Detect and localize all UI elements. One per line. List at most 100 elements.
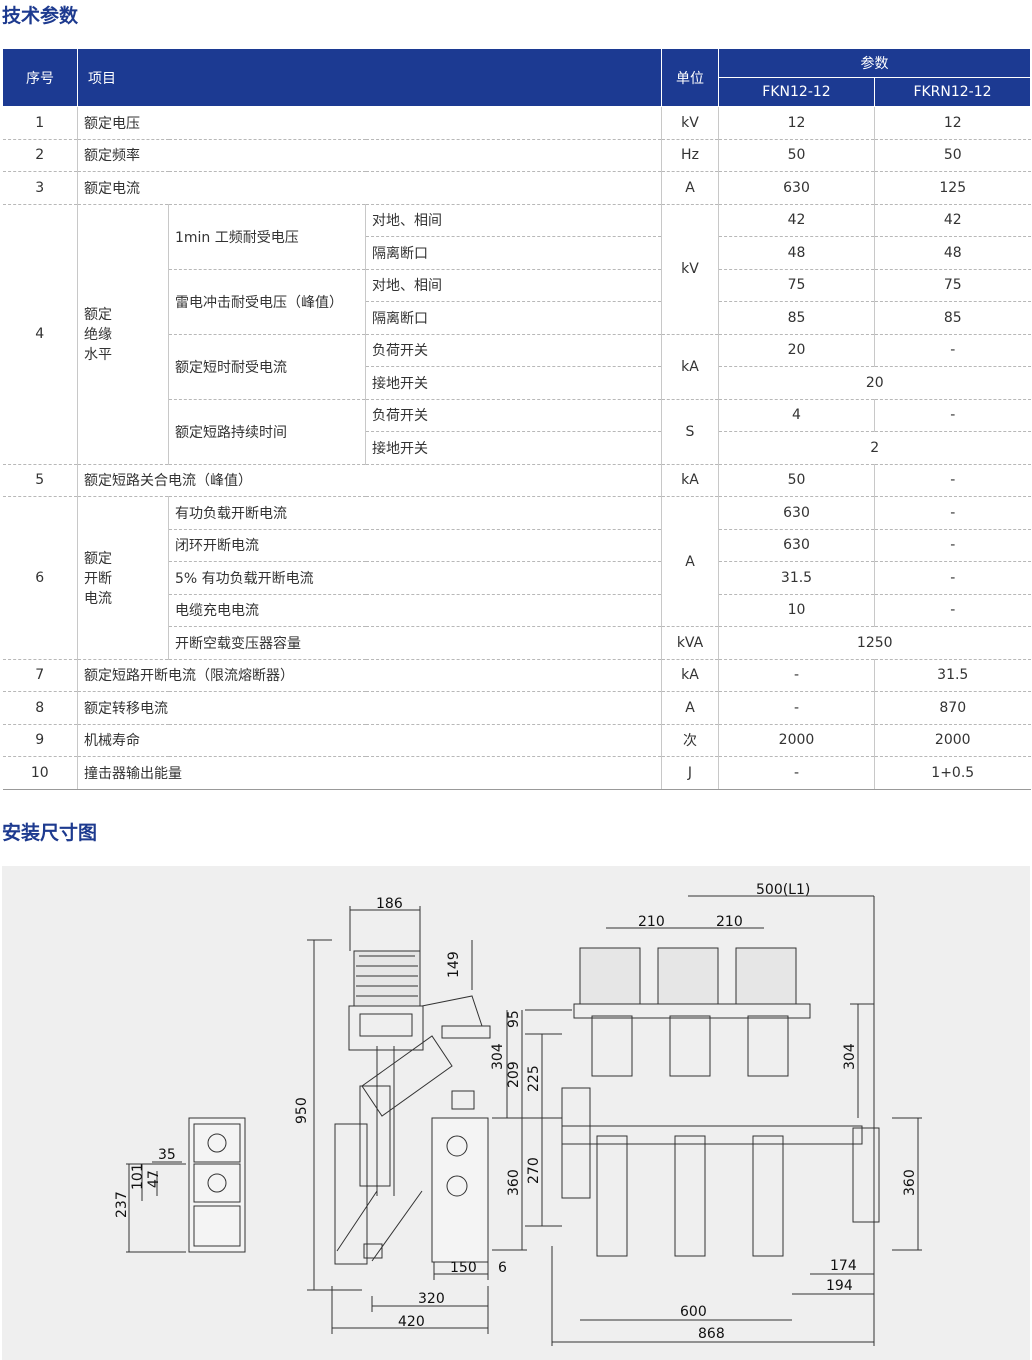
installation-drawing: 186 149 950 304 209 360 150 6 320 420 35… <box>2 866 1030 1360</box>
row-item: 额定频率 <box>77 139 662 172</box>
row-subsubitem: 隔离断口 <box>365 236 662 270</box>
dim-174: 174 <box>830 1258 857 1274</box>
dim-35: 35 <box>158 1147 176 1163</box>
row-value-fkrn: 85 <box>874 301 1031 335</box>
front-view-switch <box>525 895 922 1346</box>
row-subsubitem: 负荷开关 <box>365 334 662 367</box>
row-value-fkn: 630 <box>718 496 875 530</box>
header-model-fkn: FKN12-12 <box>718 77 875 107</box>
row-value-fkn: 20 <box>718 334 875 367</box>
dim-150: 150 <box>450 1260 477 1276</box>
row-unit: A <box>661 496 719 627</box>
dim-237: 237 <box>114 1191 130 1218</box>
row-value-fkrn: 42 <box>874 204 1031 237</box>
row-value-fkn: 4 <box>718 399 875 432</box>
table-row: 接地开关 20 <box>3 366 1031 400</box>
row-value-fkn: - <box>718 756 875 790</box>
row-subitem: 1min 工频耐受电压 <box>168 204 366 270</box>
table-row: 3 额定电流 A 630 125 <box>2 171 1031 205</box>
table-row: 8 额定转移电流 A - 870 <box>2 691 1031 725</box>
row-value-fkrn: 1+0.5 <box>874 756 1031 790</box>
row-no: 6 <box>2 496 78 660</box>
row-item: 额定短路开断电流（限流熔断器） <box>77 659 662 692</box>
row-value-fkn: 48 <box>718 236 875 270</box>
dimension-drawing-svg: 186 149 950 304 209 360 150 6 320 420 35… <box>114 882 922 1346</box>
dim-270: 270 <box>526 1157 542 1184</box>
dim-95: 95 <box>506 1010 522 1028</box>
row-value-fkrn: - <box>874 334 1031 367</box>
side-view-switch <box>307 906 527 1334</box>
row-value-fkn: 85 <box>718 301 875 335</box>
row-value-fkrn: - <box>874 561 1031 595</box>
row-value-fkrn: 50 <box>874 139 1031 172</box>
row-subitem: 雷电冲击耐受电压（峰值） <box>168 269 366 335</box>
dim-149: 149 <box>446 951 462 978</box>
row-value-fkrn: 31.5 <box>874 659 1031 692</box>
dim-360-right: 360 <box>902 1169 918 1196</box>
row-unit: kA <box>661 659 719 692</box>
row-value-fkrn: - <box>874 399 1031 432</box>
row-unit: S <box>661 399 719 465</box>
table-row: 隔离断口 48 48 <box>3 236 1031 270</box>
section-title-tech-params: 技术参数 <box>2 5 79 27</box>
table-row: 10 撞击器输出能量 J - 1+0.5 <box>2 756 1031 790</box>
dim-600: 600 <box>680 1304 707 1320</box>
row-no: 2 <box>2 139 78 172</box>
dim-210-a: 210 <box>638 914 665 930</box>
header-no: 序号 <box>2 48 78 107</box>
row-item: 撞击器输出能量 <box>77 756 662 790</box>
row-unit: kVA <box>661 626 719 660</box>
dim-47: 47 <box>146 1170 162 1188</box>
table-row: 5 额定短路关合电流（峰值） kA 50 - <box>2 464 1031 497</box>
row-value-merged: 1250 <box>718 626 1031 660</box>
row-value-fkn: 2000 <box>718 724 875 757</box>
dim-500-l1: 500(L1) <box>756 882 810 898</box>
row-item: 额定 开断 电流 <box>77 496 169 660</box>
row-unit: A <box>661 691 719 725</box>
row-value-fkrn: 48 <box>874 236 1031 270</box>
header-item: 项目 <box>77 48 662 107</box>
row-no: 5 <box>2 464 78 497</box>
row-item: 额定短路关合电流（峰值） <box>77 464 662 497</box>
row-subsubitem: 接地开关 <box>365 431 662 465</box>
row-value-fkrn: - <box>874 464 1031 497</box>
row-unit: kV <box>661 204 719 335</box>
dim-420: 420 <box>398 1314 425 1330</box>
table-row: 闭环开断电流 630 - <box>3 529 1031 562</box>
row-item: 额定转移电流 <box>77 691 662 725</box>
row-unit: kA <box>661 464 719 497</box>
table-row: 6 额定 开断 电流 有功负载开断电流 A 630 - <box>2 496 1031 660</box>
row-value-fkn: 630 <box>718 529 875 562</box>
row-no: 10 <box>2 756 78 790</box>
row-subitem: 电缆充电电流 <box>168 594 662 627</box>
dim-186: 186 <box>376 896 403 912</box>
table-row: 2 额定频率 Hz 50 50 <box>2 139 1031 172</box>
row-no: 3 <box>2 171 78 205</box>
row-subsubitem: 接地开关 <box>365 366 662 400</box>
dim-304-right: 304 <box>842 1043 858 1070</box>
dim-194: 194 <box>826 1278 853 1294</box>
row-item: 机械寿命 <box>77 724 662 757</box>
table-row: 开断空载变压器容量 kVA 1250 <box>3 626 1031 660</box>
row-value-fkn: - <box>718 659 875 692</box>
dim-950: 950 <box>294 1097 310 1124</box>
row-value-fkrn: 870 <box>874 691 1031 725</box>
row-value-fkrn: 75 <box>874 269 1031 302</box>
table-row: 1 额定电压 kV 12 12 <box>2 106 1031 140</box>
table-row: 接地开关 2 <box>3 431 1031 465</box>
row-item: 额定电压 <box>77 106 662 140</box>
table-row: 9 机械寿命 次 2000 2000 <box>2 724 1031 757</box>
table-row: 额定短时耐受电流 负荷开关 kA 20 - <box>3 334 1031 400</box>
row-subsubitem: 负荷开关 <box>365 399 662 432</box>
row-unit: 次 <box>661 724 719 757</box>
row-subsubitem: 对地、相间 <box>365 269 662 302</box>
row-value-fkrn: - <box>874 594 1031 627</box>
row-value-merged: 2 <box>718 431 1031 465</box>
dim-210-b: 210 <box>716 914 743 930</box>
dim-101: 101 <box>130 1163 146 1190</box>
spec-table: 序号 项目 单位 参数 FKN12-12 FKRN12-12 1 额定电压 kV… <box>2 48 1031 790</box>
row-value-fkrn: - <box>874 529 1031 562</box>
side-panel-view <box>126 1117 246 1253</box>
row-item: 额定电流 <box>77 171 662 205</box>
row-value-fkn: 10 <box>718 594 875 627</box>
